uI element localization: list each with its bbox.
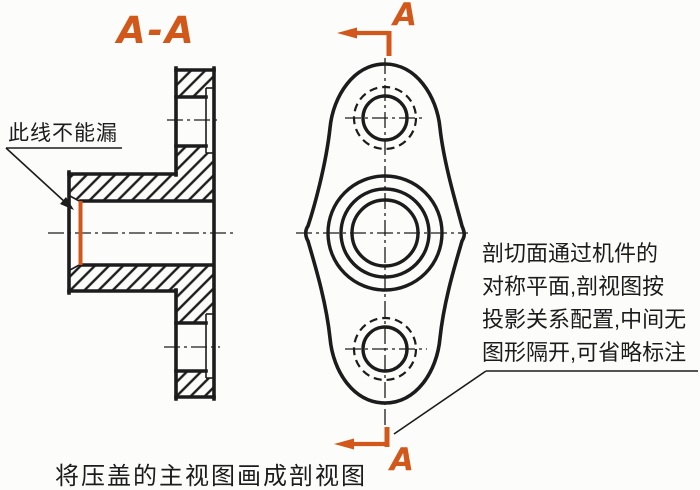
- cutting-plane-mark-bottom: [334, 427, 390, 450]
- figure-caption: 将压盖的主视图画成剖视图: [55, 463, 367, 490]
- front-view-centerlines: [296, 58, 468, 428]
- note-leader-right: [393, 370, 698, 435]
- note-block: 剖切面通过机件的 对称平面,剖视图按 投影关系配置,中间无 图形隔开,可省略标注: [482, 237, 686, 369]
- note-line-3: 投影关系配置,中间无: [482, 307, 687, 332]
- annotation-must-not-omit: 此线不能漏: [8, 122, 118, 145]
- front-view-drawing: [296, 58, 468, 428]
- note-line-1: 剖切面通过机件的: [482, 241, 659, 266]
- section-hatch-areas: [69, 70, 214, 397]
- section-view-title: A-A: [117, 9, 196, 52]
- note-line-4: 图形隔开,可省略标注: [482, 340, 687, 365]
- cutting-plane-label-bottom: A: [390, 442, 414, 478]
- annotation-leader-left: [5, 147, 122, 210]
- cutting-plane-label-top: A: [393, 0, 417, 33]
- note-line-2: 对称平面,剖视图按: [482, 274, 665, 299]
- section-view-drawing: [48, 66, 233, 401]
- cutting-plane-mark-top: [337, 27, 392, 56]
